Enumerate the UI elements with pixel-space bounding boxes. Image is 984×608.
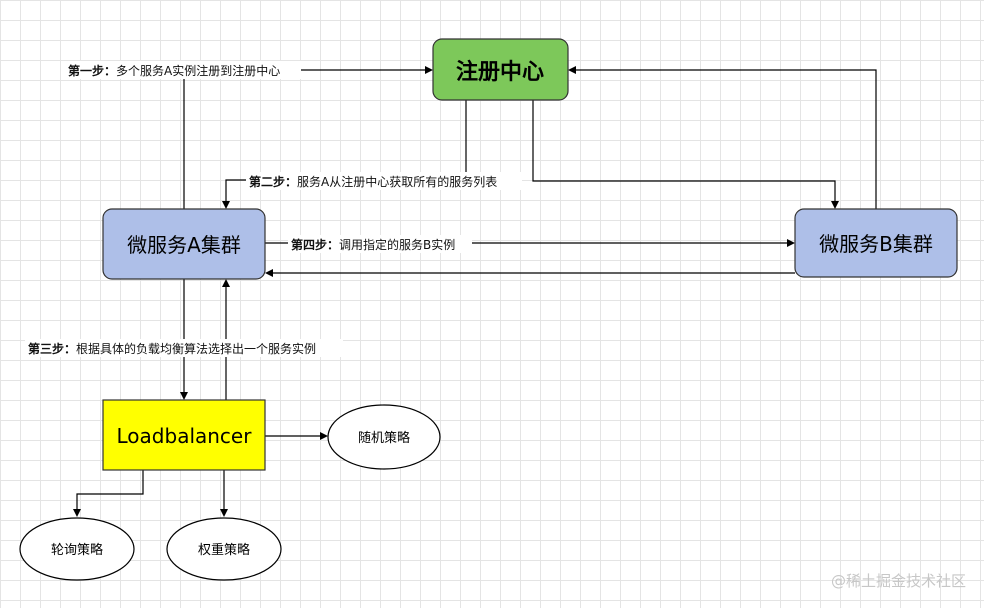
service-b-node: 微服务B集群 — [794, 208, 958, 278]
arrowhead — [222, 201, 230, 209]
weighted-strategy-label: 权重策略 — [198, 542, 250, 558]
registry-node: 注册中心 — [432, 38, 569, 101]
edge-registry-to-b — [532, 100, 836, 203]
step2-label-bg — [246, 172, 522, 190]
arrowhead — [222, 279, 230, 287]
arrowhead — [220, 509, 228, 517]
loadbalancer-label: Loadbalancer — [117, 424, 253, 448]
arrowhead — [180, 392, 188, 400]
service-a-label: 微服务A集群 — [127, 233, 241, 257]
edge-roundrobin — [76, 470, 144, 511]
step4-label-bg — [288, 235, 472, 253]
service-b-label: 微服务B集群 — [819, 232, 933, 256]
step1-label: 第一步：多个服务A实例注册到注册中心 — [68, 63, 280, 78]
service-a-node: 微服务A集群 — [102, 208, 266, 280]
step3-label-bg — [25, 339, 343, 357]
step4-label: 第四步：调用指定的服务B实例 — [291, 237, 455, 252]
step2-label: 第二步：服务A从注册中心获取所有的服务列表 — [249, 174, 497, 189]
arrowhead — [265, 269, 273, 277]
step3-label: 第三步：根据具体的负载均衡算法选择出一个服务实例 — [28, 341, 316, 356]
edge-b-register — [574, 69, 877, 209]
weighted-strategy-node: 权重策略 — [166, 517, 282, 581]
arrowhead — [787, 239, 795, 247]
loadbalancer-node: Loadbalancer — [102, 399, 266, 471]
arrowhead — [73, 509, 81, 517]
roundrobin-strategy-label: 轮询策略 — [51, 542, 103, 558]
random-strategy-label: 随机策略 — [358, 430, 410, 446]
arrowhead — [425, 66, 433, 74]
arrowhead — [320, 432, 328, 440]
registry-label: 注册中心 — [456, 59, 544, 85]
arrowhead — [831, 201, 839, 209]
watermark-text: @稀土掘金技术社区 — [831, 572, 966, 590]
roundrobin-strategy-node: 轮询策略 — [19, 517, 135, 581]
random-strategy-node: 随机策略 — [327, 404, 441, 470]
arrowhead — [568, 66, 576, 74]
step1-label-bg — [65, 61, 301, 79]
